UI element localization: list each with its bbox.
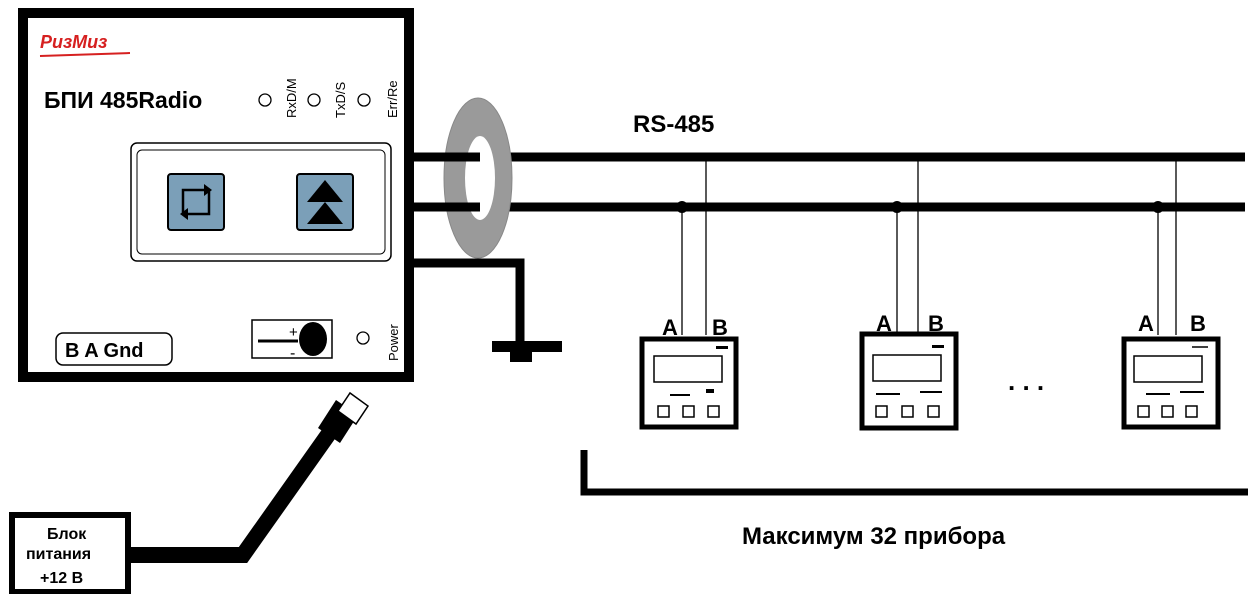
double-up-arrow-icon [307, 180, 343, 224]
logo-underline [39, 52, 131, 57]
meter-2-a-label: A [876, 311, 892, 336]
ground-wire [409, 258, 525, 345]
led-label-err: Err/Re [385, 80, 400, 118]
meter-3-b-label: B [1190, 311, 1206, 336]
button-panel-inner [136, 149, 386, 255]
meter-2-b-label: B [928, 311, 944, 336]
meter-1-a-label: A [662, 315, 678, 340]
brand-logo: РизМиз [40, 32, 107, 52]
button-panel [130, 142, 392, 262]
power-led [356, 331, 370, 345]
power-label: Power [386, 323, 401, 361]
sync-button[interactable] [167, 173, 225, 231]
terminal-labels: B A Gnd [65, 340, 144, 362]
terminal-block [55, 332, 173, 366]
power-cable [128, 427, 337, 563]
led-label-rxd: RxD/M [284, 78, 299, 118]
meter-device-2 [859, 331, 959, 431]
power-supply-box [9, 512, 131, 594]
psu-line-1: Блок [47, 526, 87, 543]
psu-line-3: +12 В [40, 570, 83, 587]
jack-minus: - [290, 345, 295, 362]
meter-3-a-label: A [1138, 311, 1154, 336]
jack-plus: + [289, 324, 298, 341]
meter-device-3 [1121, 336, 1221, 430]
sync-arrow-top [204, 184, 212, 196]
up-button[interactable] [296, 173, 354, 231]
sync-icon [181, 188, 211, 216]
max-devices-label: Максимум 32 прибора [742, 523, 1006, 550]
sync-arrow-bottom [180, 208, 188, 220]
power-plug [299, 322, 327, 356]
more-devices-ellipsis: . . . [1008, 366, 1044, 396]
meter-device-1 [639, 336, 739, 430]
psu-line-2: питания [26, 546, 91, 563]
ferrite-ring-icon [443, 97, 513, 259]
bus-taps [681, 157, 1177, 335]
led-indicator-icon [307, 93, 321, 107]
cable-plug-tip [336, 391, 370, 426]
junction-dots [676, 154, 1179, 213]
meter-1-b-label: B [712, 315, 728, 340]
led-indicator-icon [258, 93, 272, 107]
bus-label: RS-485 [633, 111, 714, 138]
led-indicator-icon [357, 93, 371, 107]
ground-symbol-icon [492, 341, 562, 362]
device-model: БПИ 485Radio [44, 87, 202, 113]
device-group-bracket [580, 450, 1248, 496]
led-label-txd: TxD/S [333, 82, 348, 118]
